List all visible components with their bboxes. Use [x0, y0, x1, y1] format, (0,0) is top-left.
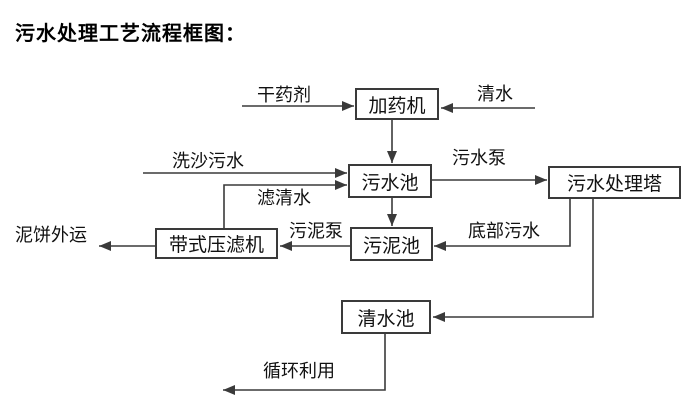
edge-label-clean-water: 清水	[477, 84, 513, 104]
edge-recycle-use-arrow	[223, 334, 386, 395]
edge-label-filtered-water: 滤清水	[257, 188, 311, 208]
node-dosing-machine-label: 加药机	[368, 95, 426, 117]
node-sewage-pool-label: 污水池	[361, 172, 419, 194]
node-clean-water-pool: 清水池	[341, 300, 431, 334]
node-sludge-pool: 污泥池	[350, 227, 433, 261]
node-sewage-pool: 污水池	[348, 164, 432, 198]
edge-label-recycle-use: 循环利用	[263, 361, 335, 381]
node-dosing-machine: 加药机	[355, 88, 439, 120]
node-treatment-tower: 污水处理塔	[548, 166, 681, 199]
edge-tower-to-clean-arrow	[433, 199, 594, 322]
edge-bottom-sewage-arrow	[434, 199, 571, 251]
edge-filtered-water-arrow	[223, 180, 347, 228]
node-belt-filter-press: 带式压滤机	[155, 228, 278, 259]
edge-label-sewage-pump: 污水泵	[452, 148, 506, 168]
node-clean-water-pool-label: 清水池	[357, 308, 415, 330]
node-sludge-pool-label: 污泥池	[362, 235, 420, 257]
edge-label-sludge-pump: 污泥泵	[289, 221, 343, 241]
node-belt-filter-press-label: 带式压滤机	[168, 235, 264, 256]
node-treatment-tower-label: 污水处理塔	[566, 174, 662, 195]
page-title: 污水处理工艺流程框图：	[15, 23, 246, 45]
edge-label-mud-cake-out: 泥饼外运	[15, 225, 87, 245]
edge-label-bottom-sewage: 底部污水	[468, 221, 540, 241]
edge-label-sand-wash-sewage: 洗沙污水	[172, 151, 244, 171]
edge-label-dry-agent: 干药剂	[257, 85, 311, 105]
